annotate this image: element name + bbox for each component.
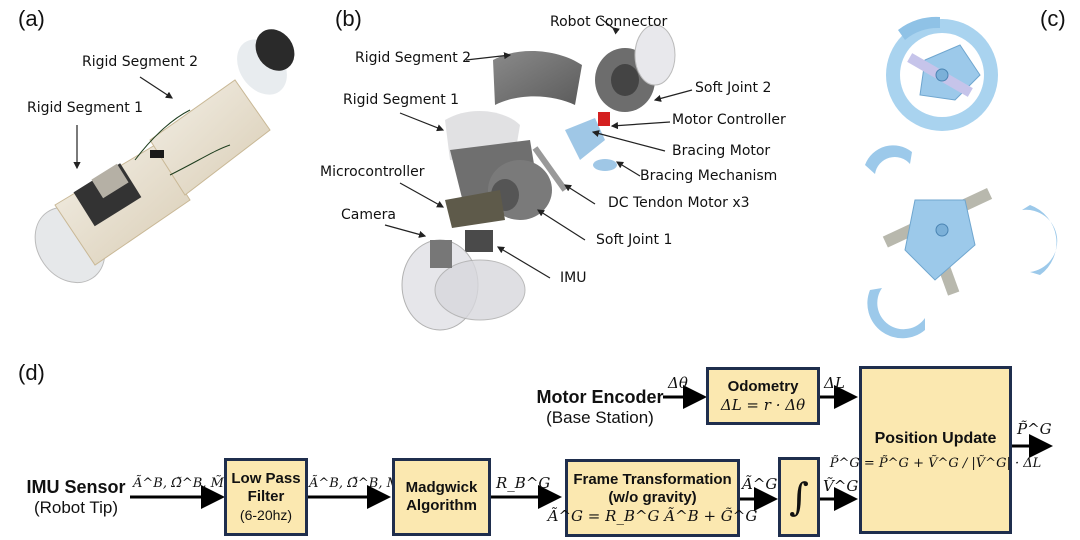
signal-position-out: P̃^G [1017, 420, 1052, 438]
callout-arrow [496, 246, 551, 279]
callout-dc-tendon-motor: DC Tendon Motor x3 [608, 195, 750, 211]
callout-robot-connector: Robot Connector [550, 14, 668, 30]
callout-arrow [563, 184, 596, 205]
position-title: Position Update [874, 429, 997, 447]
imu-sensor-title: IMU Sensor [26, 477, 126, 497]
callout-imu: IMU [560, 270, 587, 286]
callout-arrow [399, 182, 445, 208]
callout-arrow [465, 52, 512, 61]
callout-arrow [536, 209, 586, 241]
low-pass-sub: (6-20hz) [239, 507, 293, 523]
frame-equation: Ã^G = R_B^G Ã^B + G̃^G [547, 507, 758, 525]
imu-sensor-sub: (Robot Tip) [33, 498, 119, 517]
motor-encoder-title: Motor Encoder [536, 387, 664, 407]
integral-symbol: ∫ [789, 475, 809, 519]
source-motor-encoder: Motor Encoder (Base Station) [535, 387, 665, 428]
callout-arrow [599, 17, 620, 35]
callout-microcontroller: Microcontroller [320, 164, 425, 180]
madgwick-title: Madgwick Algorithm [405, 479, 478, 514]
signal-rotation: R_B^G [496, 474, 551, 492]
odometry-equation: ΔL = r · Δθ [720, 396, 806, 414]
frame-sub: (w/o gravity) [608, 489, 697, 506]
signal-delta-l: ΔL [824, 374, 845, 392]
callout-arrow [139, 76, 174, 99]
callout-arrow [399, 112, 445, 132]
block-madgwick: Madgwick Algorithm [392, 458, 491, 536]
frame-title: Frame Transformation [573, 471, 732, 488]
exploded-view [401, 24, 676, 331]
block-integral: ∫ [778, 457, 820, 537]
callout-soft-joint-1: Soft Joint 1 [596, 232, 673, 248]
robot-photo [34, 29, 295, 284]
odometry-title: Odometry [727, 378, 799, 395]
panel-c-label: (c) [1040, 6, 1066, 31]
block-frame-transformation: Frame Transformation (w/o gravity) Ã^G =… [548, 459, 757, 537]
block-odometry: Odometry ΔL = r · Δθ [706, 367, 820, 425]
block-position-update: Position Update P̃^G = P̃^G + Ṽ^G / |Ṽ^G… [830, 366, 1041, 534]
callout-bracing-mechanism: Bracing Mechanism [640, 168, 778, 184]
callout-arrow [384, 224, 427, 238]
motor-encoder-sub: (Base Station) [546, 408, 654, 427]
block-low-pass-filter: Low Pass Filter (6-20hz) [224, 458, 308, 536]
panel-d-label: (d) [18, 360, 45, 385]
signal-velocity-global: Ṽ^G [823, 477, 859, 495]
signal-delta-theta: Δθ [668, 374, 688, 392]
callout-arrow [653, 89, 693, 102]
signal-accel-global: Ã^G [742, 475, 778, 493]
callout-motor-controller: Motor Controller [672, 112, 786, 128]
panel-b-label: (b) [335, 6, 362, 31]
callout-bracing-motor: Bracing Motor [672, 143, 771, 159]
panel-a-label: (a) [18, 6, 45, 31]
callout-rigid-segment-1-b: Rigid Segment 1 [343, 92, 460, 108]
source-imu-sensor: IMU Sensor (Robot Tip) [22, 477, 130, 518]
bracing-mechanism-closed [886, 16, 998, 131]
low-pass-title: Low Pass Filter [231, 470, 301, 505]
callout-arrow [591, 130, 666, 152]
callout-arrow [610, 121, 671, 130]
callout-rigid-segment-2-a: Rigid Segment 2 [82, 54, 199, 70]
signal-imu-raw: Ã^B, Ω̃^B, M̃^B [133, 476, 245, 491]
callout-camera: Camera [341, 207, 396, 223]
callout-rigid-segment-1-a: Rigid Segment 1 [27, 100, 144, 116]
callout-rigid-segment-2-b: Rigid Segment 2 [355, 50, 472, 66]
callout-soft-joint-2: Soft Joint 2 [695, 80, 772, 96]
callout-arrow [615, 161, 641, 177]
bracing-mechanism-open [865, 145, 1058, 339]
position-equation: P̃^G = P̃^G + Ṽ^G / |Ṽ^G| · ΔL [829, 455, 1042, 471]
